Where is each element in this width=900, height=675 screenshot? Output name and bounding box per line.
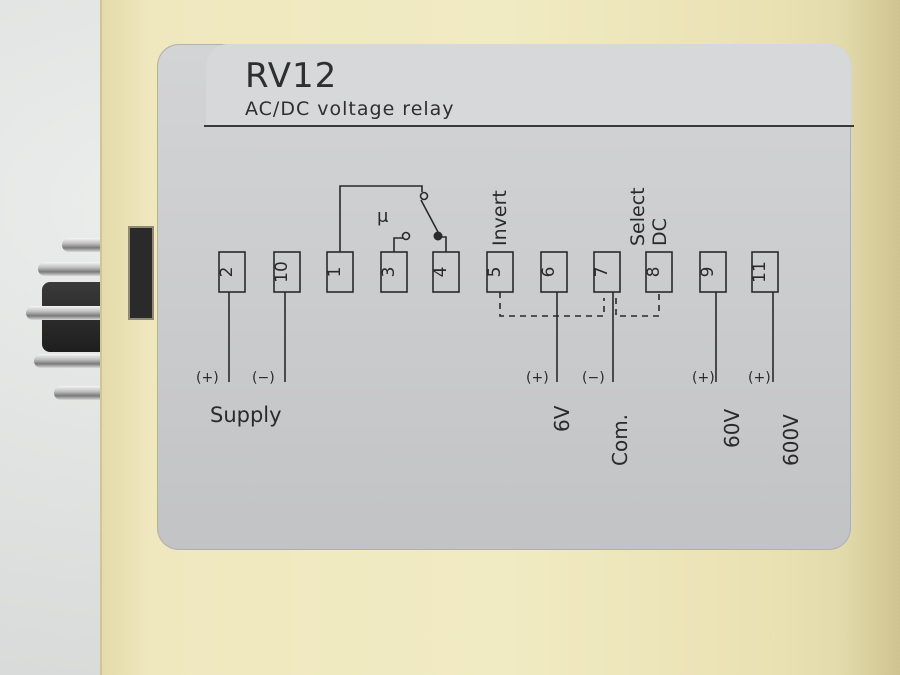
- terminal-11-label: 11: [750, 261, 770, 283]
- mu-symbol: μ: [377, 206, 389, 227]
- connector-pin: [34, 354, 106, 368]
- supply-label: Supply: [210, 403, 282, 427]
- contact-pivot: [419, 191, 429, 201]
- contact-node: [433, 231, 443, 241]
- housing-slot: [128, 226, 154, 320]
- connector-pin: [54, 386, 106, 400]
- header-divider: [204, 125, 854, 127]
- terminal-8-label: 8: [644, 267, 664, 278]
- terminal-8-box: [645, 251, 673, 293]
- model-name: RV12: [245, 56, 338, 96]
- terminal-11-box: [751, 251, 779, 293]
- terminal-1-label: 1: [325, 267, 345, 278]
- link-5-7: [499, 292, 605, 317]
- terminal-10-label: 10: [272, 261, 292, 283]
- terminal-6-box: [540, 251, 568, 293]
- terminal-4-label: 4: [431, 267, 451, 278]
- terminal-9-box: [699, 251, 727, 293]
- terminal-7-box: [593, 251, 621, 293]
- connector-pin: [62, 238, 106, 252]
- terminal-9-label: 9: [698, 267, 718, 278]
- connector-pin: [26, 306, 106, 320]
- contact-nc-line: [393, 237, 403, 252]
- housing-shadow: [842, 0, 900, 675]
- terminal-6-label: 6: [539, 267, 559, 278]
- v60-plus: (+): [692, 370, 715, 386]
- terminal-7-label: 7: [592, 267, 612, 278]
- label-plate: RV12 AC/DC voltage relay: [157, 44, 854, 550]
- terminal-5-label: 5: [485, 267, 505, 278]
- terminal-2-label: 2: [217, 267, 237, 278]
- model-subtitle: AC/DC voltage relay: [245, 98, 455, 120]
- com-label: Com.: [608, 414, 632, 466]
- plate-header: [206, 44, 851, 126]
- supply-minus: (−): [252, 370, 275, 386]
- terminal-10-box: [273, 251, 301, 293]
- contact-arm: [420, 199, 439, 233]
- v600-label: 600V: [779, 414, 803, 466]
- select-label: Select: [627, 187, 649, 246]
- terminal-3-label: 3: [379, 267, 399, 278]
- supply-plus: (+): [196, 370, 219, 386]
- v6-plus: (+): [526, 370, 549, 386]
- com-minus: (−): [582, 370, 605, 386]
- terminal-2-box: [218, 251, 246, 293]
- v60-label: 60V: [720, 409, 744, 448]
- contact-nc-point: [401, 231, 411, 241]
- v600-plus: (+): [748, 370, 771, 386]
- invert-label: Invert: [489, 190, 511, 246]
- link-7-8: [615, 292, 660, 317]
- v6-label: 6V: [550, 405, 574, 432]
- contact-common-line: [339, 185, 423, 252]
- dc-label: DC: [649, 218, 671, 246]
- connector-pin: [38, 262, 106, 276]
